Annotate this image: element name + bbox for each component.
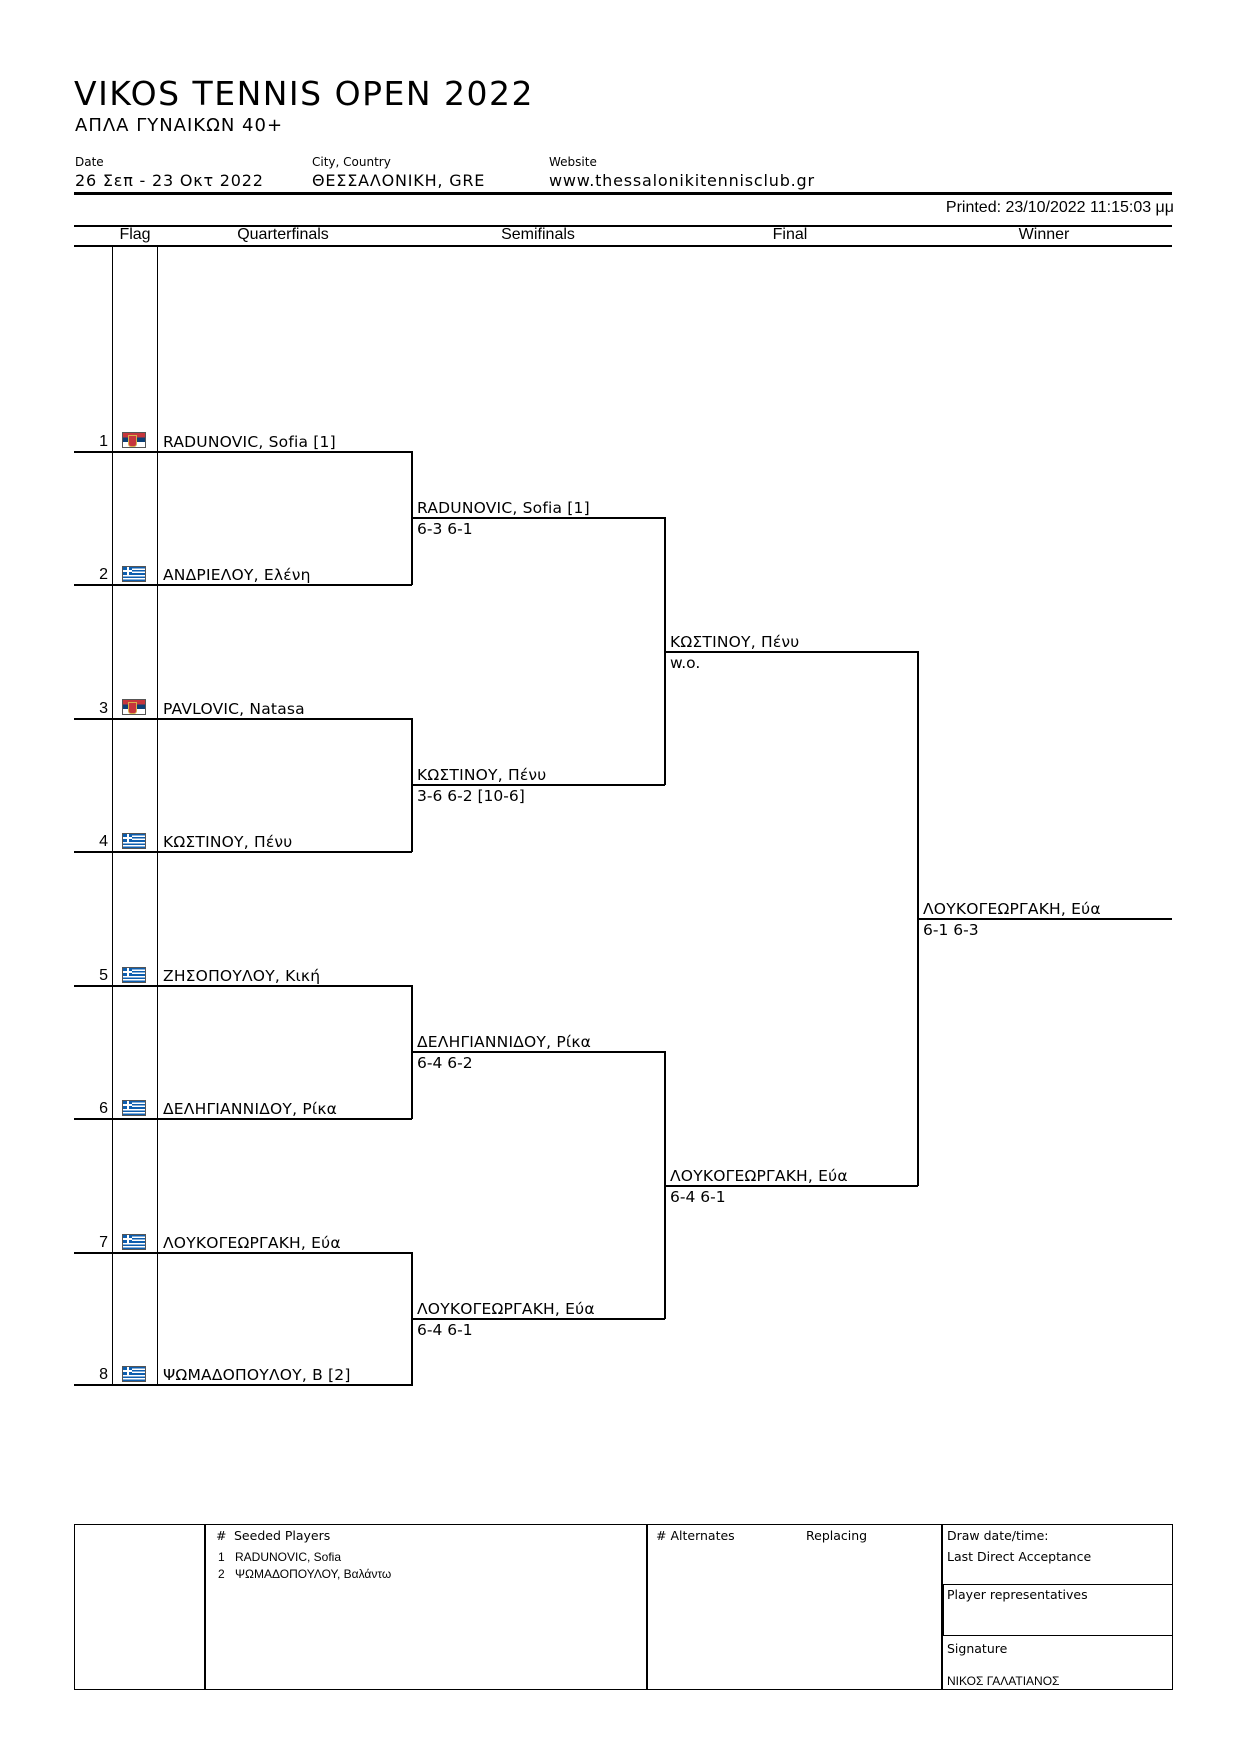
bracket-connector (411, 718, 413, 852)
bracket-line (74, 1252, 412, 1254)
bracket-connector (664, 1051, 666, 1319)
footer-divider (646, 1524, 648, 1690)
bracket-line (74, 1384, 412, 1386)
bracket-line (74, 718, 412, 720)
signature-name: ΝΙΚΟΣ ΓΑΛΑΤΙΑΝΟΣ (947, 1674, 1060, 1688)
greece-flag-icon (122, 1234, 146, 1250)
bracket-line (412, 517, 665, 519)
column-header-top-rule (74, 225, 1172, 227)
column-final: Final (772, 226, 808, 243)
serbia-flag-icon (122, 432, 146, 448)
seeded-players-title: Seeded Players (234, 1528, 331, 1543)
flag-column-left-border (112, 246, 113, 1384)
bracket-connector (411, 451, 413, 585)
greece-flag-icon (122, 1100, 146, 1116)
flag-column-right-border (157, 246, 158, 1384)
player-name: ΖΗΣΟΠΟΥΛΟΥ, Κική (163, 967, 321, 985)
column-quarterfinals: Quarterfinals (237, 226, 329, 243)
player-name: PAVLOVIC, Natasa (163, 700, 305, 718)
bracket-line (74, 1118, 412, 1120)
player-name: RADUNOVIC, Sofia [1] (417, 499, 590, 517)
draw-position: 4 (99, 833, 108, 850)
player-name: ΛΟΥΚΟΓΕΩΡΓΑΚΗ, Εύα (163, 1234, 341, 1252)
winner-name: ΛΟΥΚΟΓΕΩΡΓΑΚΗ, Εύα (923, 900, 1101, 918)
player-name: ΨΩΜΑΔΟΠΟΥΛΟΥ, Β [2] (163, 1366, 351, 1384)
player-name: ΑΝΔΡΙΕΛΟΥ, Ελένη (163, 566, 311, 584)
bracket-connector (411, 985, 413, 1119)
greece-flag-icon (122, 967, 146, 983)
bracket-connector (664, 517, 666, 785)
bracket-connector (411, 1252, 413, 1386)
player-name: RADUNOVIC, Sofia [1] (163, 433, 336, 451)
city-value: ΘΕΣΣΑΛΟΝΙΚΗ, GRE (312, 171, 486, 190)
match-score: 6-4 6-1 (670, 1188, 726, 1206)
footer-divider (941, 1524, 943, 1690)
match-score: 6-4 6-1 (417, 1321, 473, 1339)
column-header-bottom-rule (74, 245, 1172, 247)
bracket-line (412, 784, 665, 786)
greece-flag-icon (122, 566, 146, 582)
draw-position: 8 (99, 1366, 108, 1383)
player-name: ΛΟΥΚΟΓΕΩΡΓΑΚΗ, Εύα (417, 1300, 595, 1318)
bracket-line (74, 851, 412, 853)
bracket-line (665, 1185, 918, 1187)
column-flag: Flag (119, 226, 151, 243)
footer-divider (204, 1524, 206, 1690)
player-representatives-label: Player representatives (947, 1587, 1088, 1602)
seeded-hash: # (216, 1528, 227, 1543)
player-name: ΔΕΛΗΓΙΑΝΝΙΔΟΥ, Ρίκα (163, 1100, 338, 1118)
player-name: ΚΩΣΤΙΝΟΥ, Πένυ (670, 633, 800, 651)
draw-position: 2 (99, 566, 108, 583)
bracket-line (665, 651, 918, 653)
match-score: w.o. (670, 654, 701, 672)
serbia-flag-icon (122, 699, 146, 715)
bracket-line (412, 1051, 665, 1053)
winner-score: 6-1 6-3 (923, 921, 979, 939)
bracket-line (918, 918, 1172, 920)
bracket-line (74, 584, 412, 586)
header-divider (74, 192, 1172, 195)
draw-position: 1 (99, 433, 108, 450)
seeded-number: 1 (218, 1550, 225, 1564)
bracket-line (74, 985, 412, 987)
greece-flag-icon (122, 833, 146, 849)
column-semifinals: Semifinals (501, 226, 575, 243)
website-value: www.thessalonikitennisclub.gr (549, 171, 815, 190)
player-name: ΚΩΣΤΙΝΟΥ, Πένυ (163, 833, 293, 851)
tournament-title: VIKOS TENNIS OPEN 2022 (74, 74, 534, 113)
player-representatives-box (943, 1584, 1173, 1636)
draw-datetime-label: Draw date/time: (947, 1528, 1049, 1543)
bracket-connector (917, 651, 919, 1186)
bracket-line (74, 451, 412, 453)
website-label: Website (549, 155, 597, 169)
printed-timestamp: Printed: 23/10/2022 11:15:03 μμ (945, 199, 1174, 216)
alternates-title: # Alternates (656, 1528, 735, 1543)
draw-position: 6 (99, 1100, 108, 1117)
event-subtitle: ΑΠΛΑ ΓΥΝΑΙΚΩΝ 40+ (75, 115, 284, 136)
player-name: ΛΟΥΚΟΓΕΩΡΓΑΚΗ, Εύα (670, 1167, 848, 1185)
date-value: 26 Σεπ - 23 Οκτ 2022 (75, 171, 264, 190)
greece-flag-icon (122, 1366, 146, 1382)
player-name: ΔΕΛΗΓΙΑΝΝΙΔΟΥ, Ρίκα (417, 1033, 592, 1051)
signature-label: Signature (947, 1641, 1008, 1656)
column-winner: Winner (1018, 226, 1070, 243)
city-label: City, Country (312, 155, 391, 169)
last-direct-acceptance-label: Last Direct Acceptance (947, 1549, 1092, 1564)
match-score: 3-6 6-2 [10-6] (417, 787, 525, 805)
match-score: 6-4 6-2 (417, 1054, 473, 1072)
draw-position: 7 (99, 1234, 108, 1251)
draw-position: 3 (99, 700, 108, 717)
match-score: 6-3 6-1 (417, 520, 473, 538)
seeded-player: RADUNOVIC, Sofia (235, 1550, 342, 1564)
seeded-player: ΨΩΜΑΔΟΠΟΥΛΟΥ, Βαλάντω (235, 1567, 392, 1581)
replacing-title: Replacing (806, 1528, 868, 1543)
draw-position: 5 (99, 967, 108, 984)
seeded-number: 2 (218, 1567, 225, 1581)
player-name: ΚΩΣΤΙΝΟΥ, Πένυ (417, 766, 547, 784)
date-label: Date (75, 155, 104, 169)
bracket-line (412, 1318, 665, 1320)
